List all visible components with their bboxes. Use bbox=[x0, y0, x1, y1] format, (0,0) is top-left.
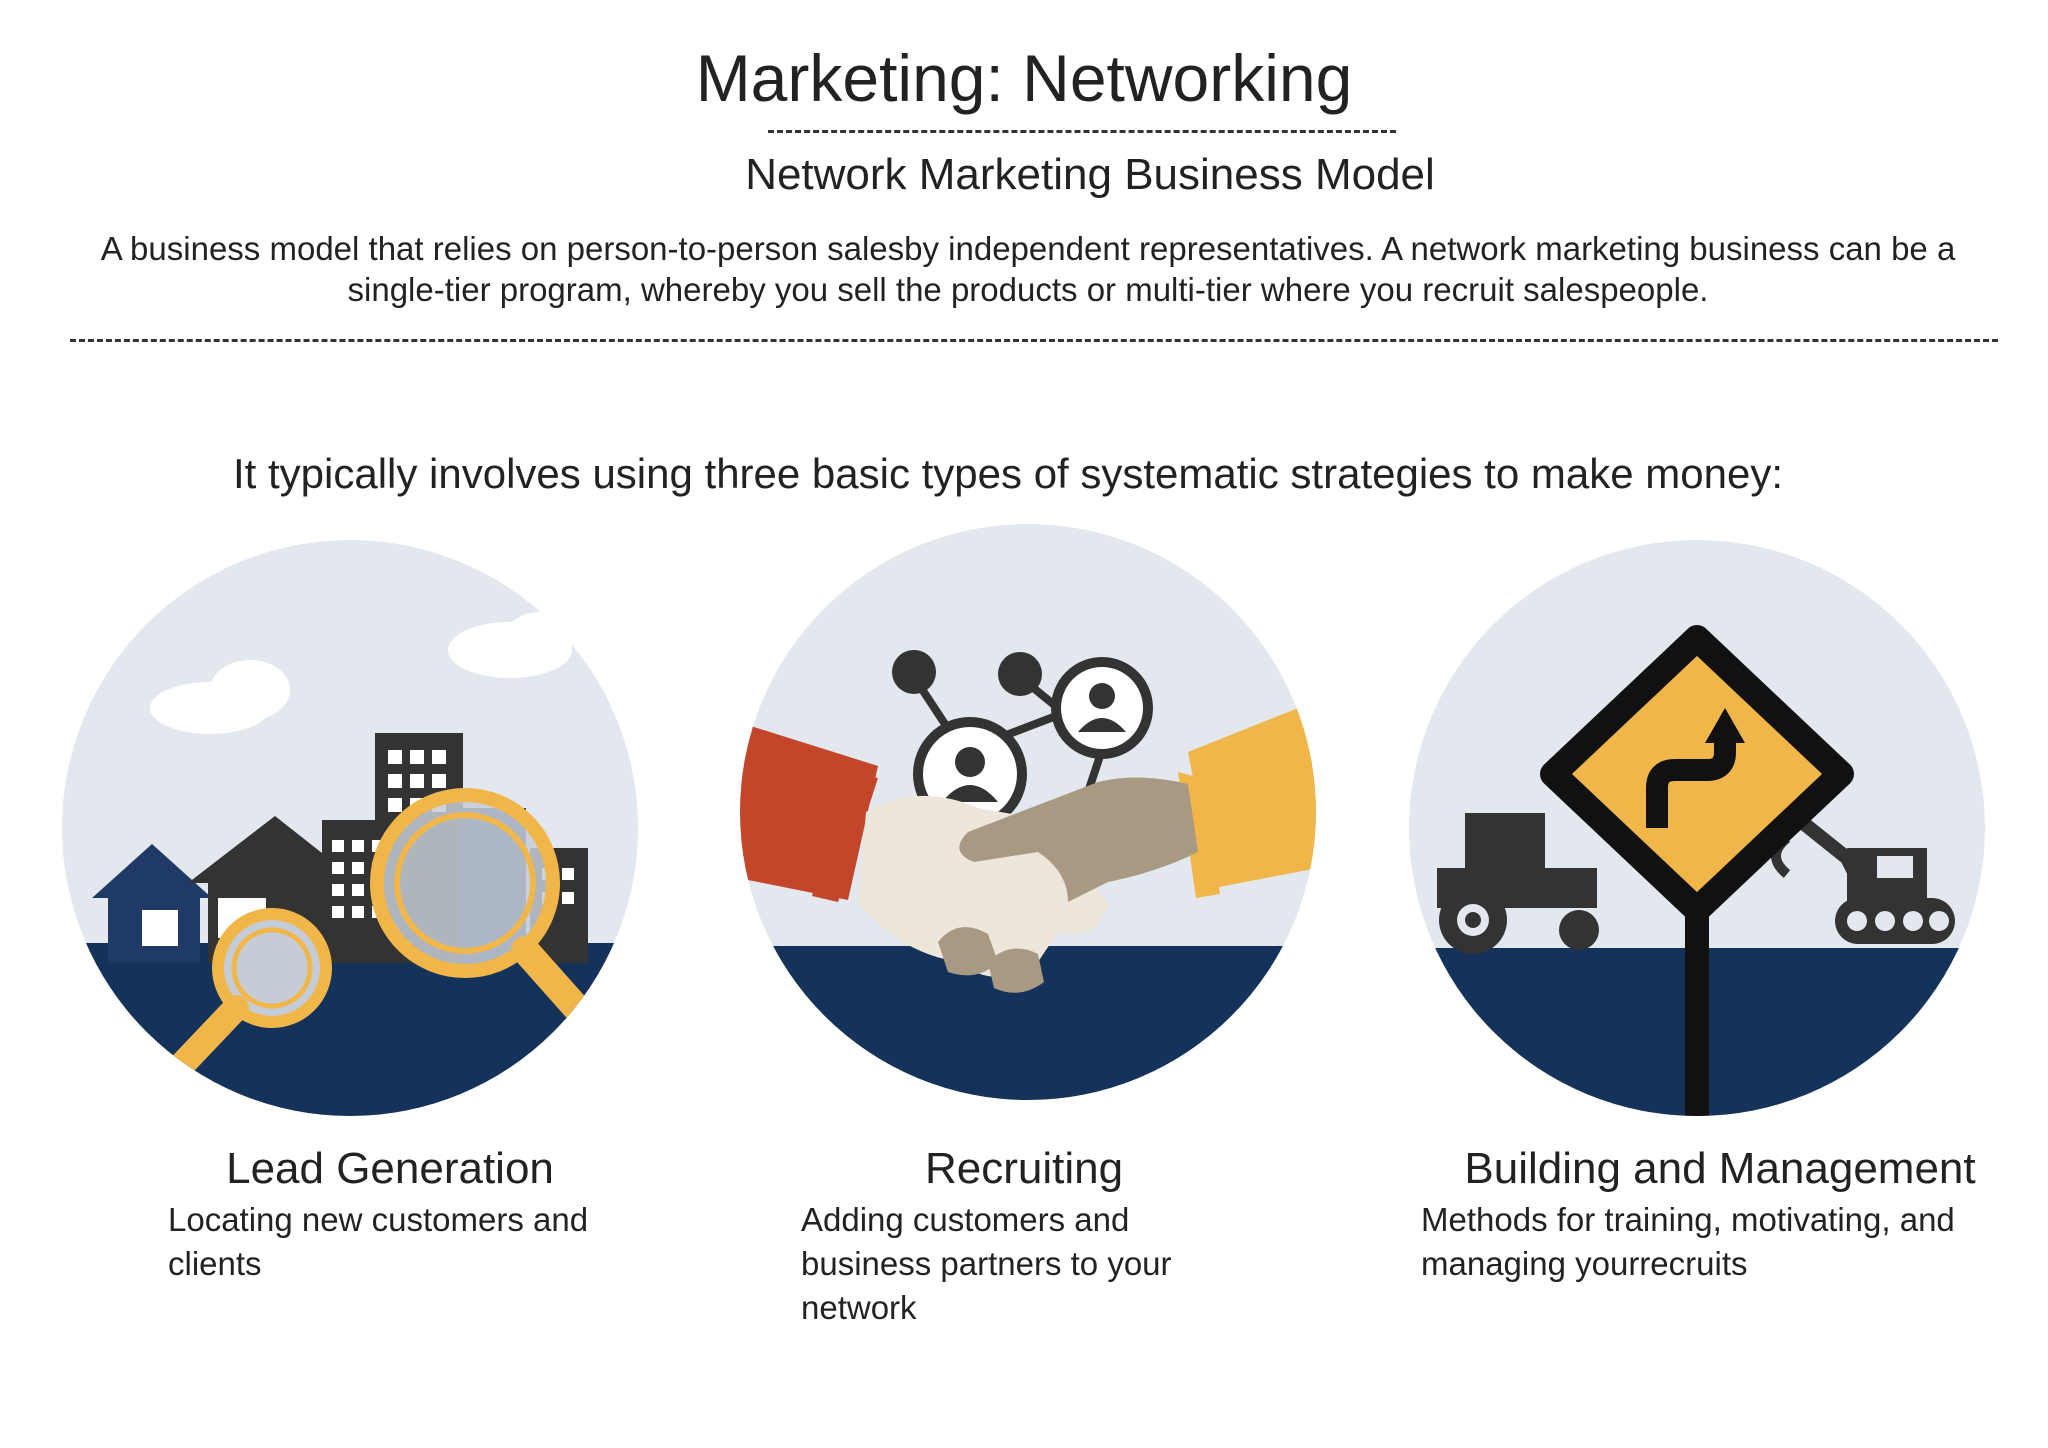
strategy-description-lead-generation: Locating new customers and clients bbox=[168, 1201, 589, 1282]
strategy-title-recruiting: Recruiting bbox=[924, 1144, 1124, 1193]
handshake-network-icon bbox=[738, 522, 1318, 1102]
strategy-description-building-management: Methods for training, motivating, and ma… bbox=[1421, 1201, 1955, 1282]
strategy-title-lead-generation: Lead Generation bbox=[226, 1144, 554, 1193]
strategy-description-recruiting: Adding customers and business partners t… bbox=[801, 1201, 1172, 1326]
title-divider bbox=[768, 130, 1396, 133]
strategy-title-building-management: Building and Management bbox=[1464, 1144, 1976, 1193]
page-subtitle: Network Marketing Business Model bbox=[745, 150, 1435, 199]
section-divider bbox=[70, 339, 1998, 342]
page-title: Marketing: Networking bbox=[695, 41, 1353, 115]
road-sign-icon bbox=[1407, 538, 1987, 1118]
buildings-magnifier-icon bbox=[60, 538, 640, 1118]
intro-description: A business model that relies on person-t… bbox=[100, 230, 1956, 308]
strategies-intro: It typically involves using three basic … bbox=[232, 450, 1783, 497]
